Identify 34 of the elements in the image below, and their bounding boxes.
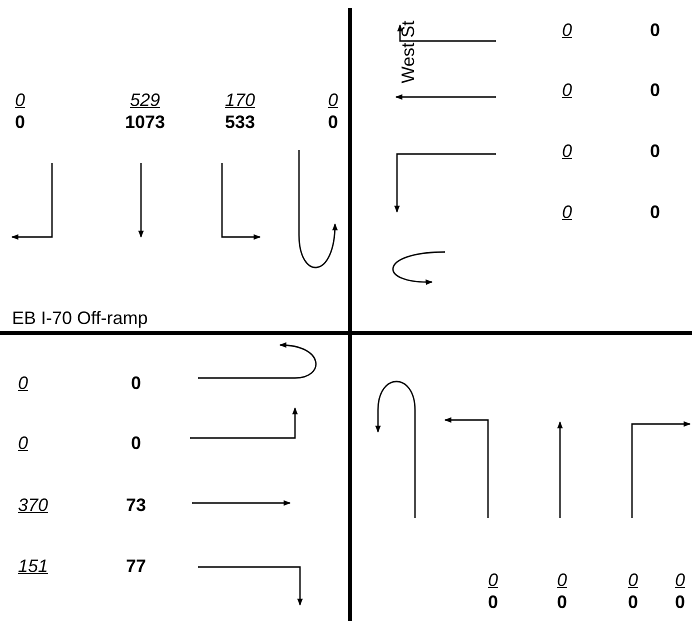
count-value: 0 — [131, 434, 141, 452]
count-value: 0 — [628, 593, 638, 611]
count-value: 77 — [126, 557, 146, 575]
count-value: 0 — [562, 21, 572, 39]
count-value: 0 — [562, 81, 572, 99]
count-value: 0 — [328, 113, 338, 131]
count-value: 0 — [650, 142, 660, 160]
count-value: 0 — [562, 142, 572, 160]
count-value: 533 — [224, 113, 256, 131]
count-value: 0 — [488, 571, 498, 589]
count-value: 1073 — [124, 113, 166, 131]
count-value: 0 — [328, 91, 338, 109]
count-value: 170 — [224, 91, 256, 109]
street-label: EB I-70 Off-ramp — [12, 309, 148, 327]
count-value: 0 — [675, 571, 685, 589]
count-value: 0 — [650, 81, 660, 99]
count-value: 151 — [18, 557, 48, 575]
count-value: 0 — [15, 113, 25, 131]
count-value: 0 — [675, 593, 685, 611]
street-label: West St — [399, 20, 417, 84]
count-value: 0 — [18, 434, 28, 452]
count-value: 0 — [15, 91, 25, 109]
count-value: 0 — [488, 593, 498, 611]
count-value: 73 — [126, 496, 146, 514]
count-value: 0 — [650, 21, 660, 39]
count-value: 0 — [557, 571, 567, 589]
count-value: 529 — [130, 91, 160, 109]
count-value: 0 — [18, 374, 28, 392]
count-value: 0 — [557, 593, 567, 611]
count-value: 0 — [650, 203, 660, 221]
count-value: 0 — [131, 374, 141, 392]
count-value: 370 — [18, 496, 48, 514]
count-value: 0 — [628, 571, 638, 589]
count-value: 0 — [562, 203, 572, 221]
